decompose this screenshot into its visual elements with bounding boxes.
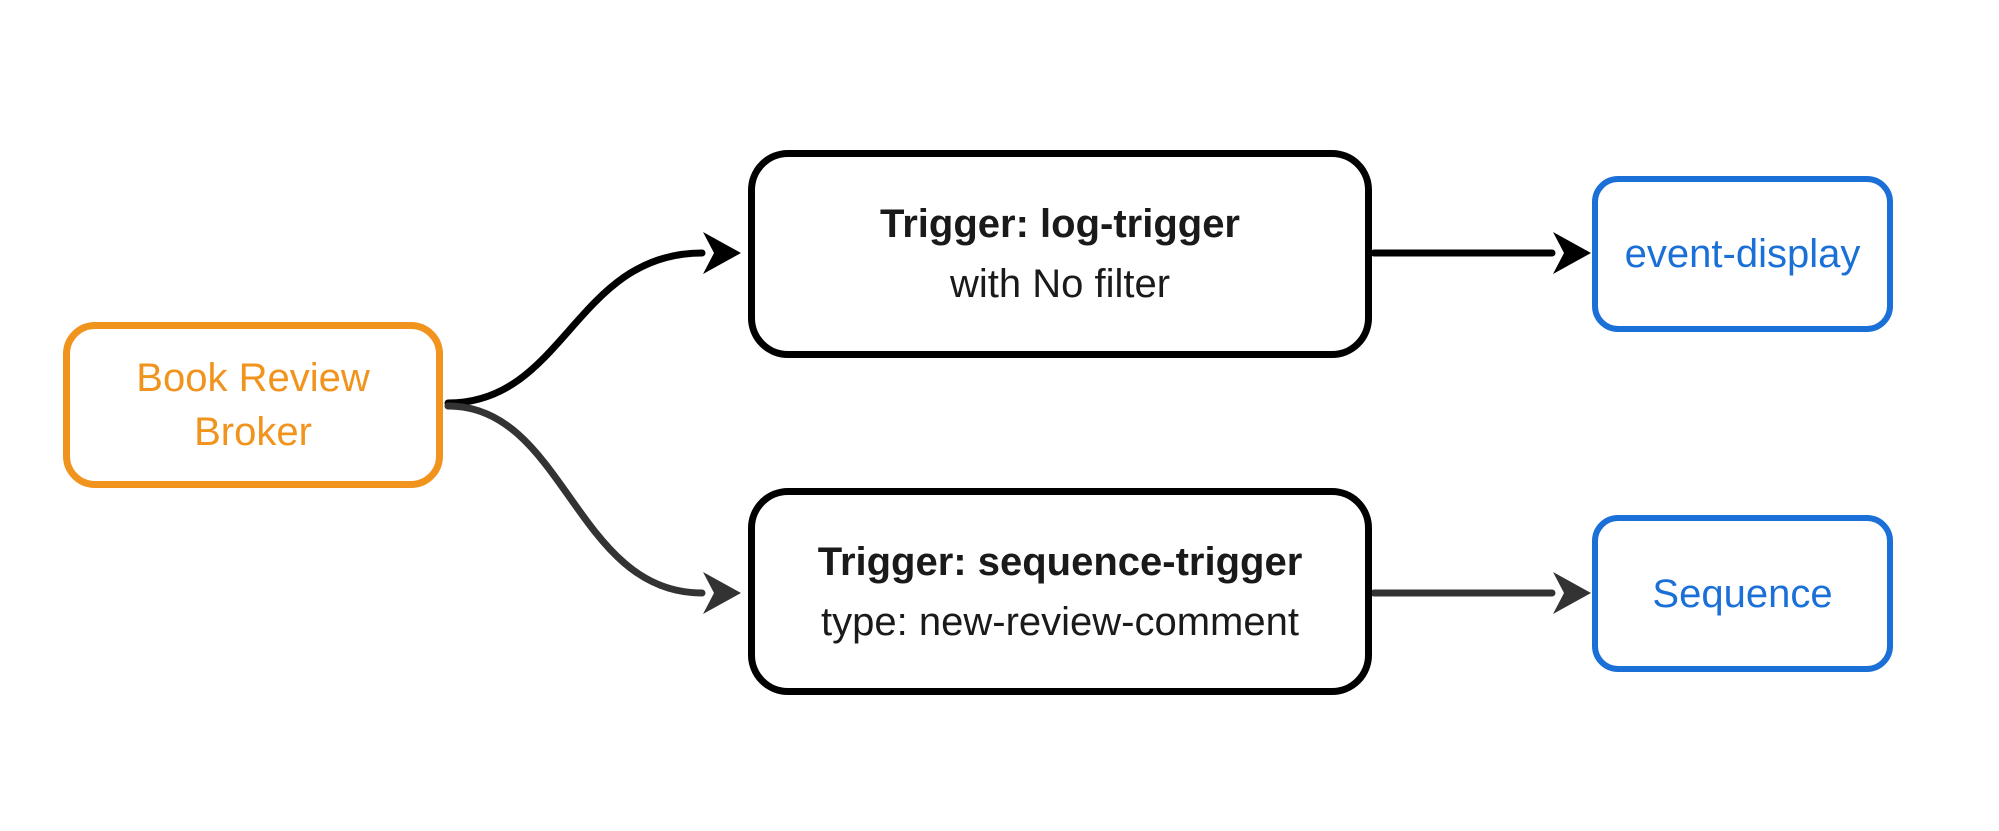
sequence-trigger-title: Trigger: sequence-trigger [817, 539, 1303, 584]
node-event-display: event-display [1592, 176, 1893, 332]
sequence-trigger-subtitle: type: new-review-comment [821, 599, 1299, 644]
edge-log-trigger-to-event-display [1370, 232, 1591, 274]
arrowhead-log-trigger [703, 232, 741, 274]
edge-broker-to-sequence-trigger [444, 402, 741, 614]
broker-label-line1: Book Review [136, 356, 370, 400]
arrowhead-sequence [1553, 572, 1591, 614]
edge-sequence-trigger-to-sequence [1370, 572, 1591, 614]
arrowhead-event-display [1553, 232, 1591, 274]
node-sequence: Sequence [1592, 515, 1893, 672]
log-trigger-title: Trigger: log-trigger [880, 202, 1240, 246]
edge-broker-to-log-trigger [444, 232, 741, 407]
node-log-trigger: Trigger: log-trigger with No filter [748, 150, 1372, 358]
log-trigger-subtitle: with No filter [949, 262, 1171, 306]
node-book-review-broker: Book Review Broker [63, 322, 443, 488]
broker-label-line2: Broker [194, 410, 312, 454]
sequence-label: Sequence [1652, 571, 1833, 616]
arrowhead-sequence-trigger [703, 572, 741, 614]
event-display-label: event-display [1624, 232, 1861, 276]
node-sequence-trigger: Trigger: sequence-trigger type: new-revi… [748, 488, 1372, 695]
